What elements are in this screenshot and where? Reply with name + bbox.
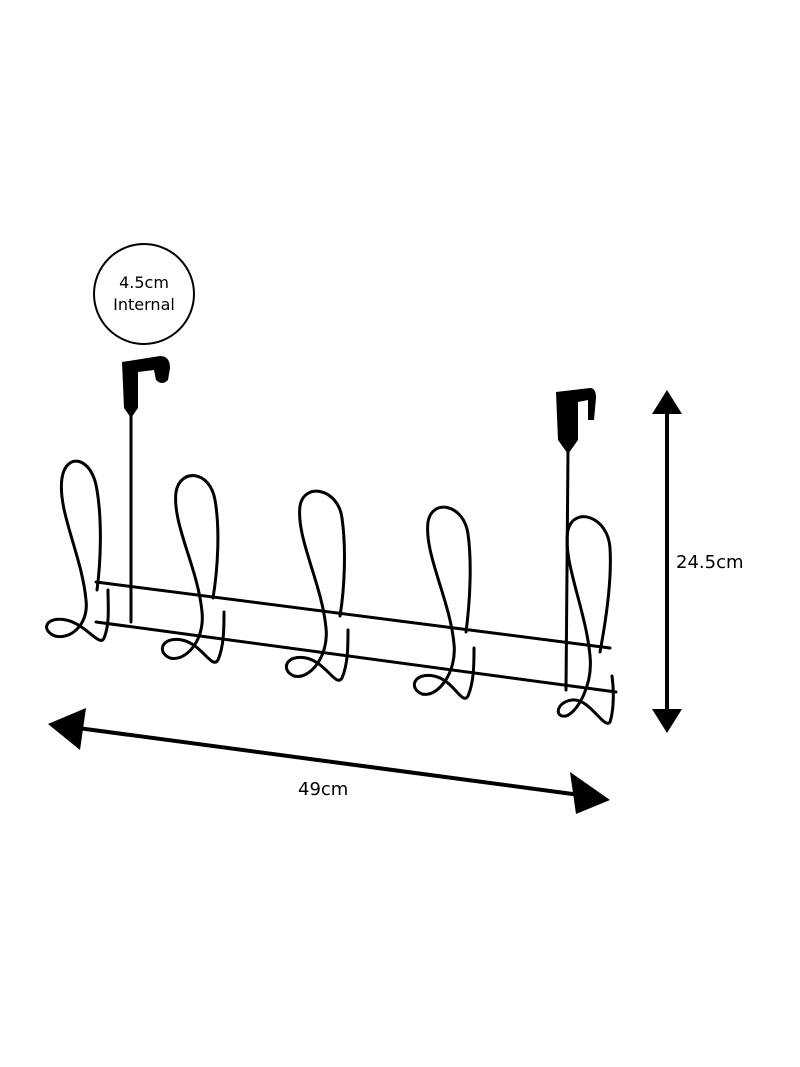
hook-4 <box>412 505 476 700</box>
lower-rail <box>94 620 618 694</box>
internal-gap-callout: 4.5cm Internal <box>93 243 195 345</box>
right-bracket-stem <box>564 448 570 692</box>
width-dimension-label: 49cm <box>298 779 349 800</box>
hook-5 <box>556 515 615 725</box>
width-arrowhead-left <box>48 708 86 750</box>
right-door-bracket <box>556 388 596 454</box>
height-arrowhead-bottom <box>652 709 682 733</box>
hook-1 <box>45 459 110 642</box>
left-door-bracket <box>122 356 170 418</box>
height-arrowhead-top <box>652 390 682 414</box>
hook-3 <box>284 489 350 682</box>
callout-measurement: 4.5cm <box>119 273 169 292</box>
upper-rail <box>94 580 612 650</box>
hook-2 <box>160 474 226 664</box>
height-dimension-label: 24.5cm <box>676 552 744 573</box>
width-arrowhead-right <box>570 772 610 814</box>
width-dimension-line <box>77 726 581 797</box>
callout-note: Internal <box>113 295 175 314</box>
